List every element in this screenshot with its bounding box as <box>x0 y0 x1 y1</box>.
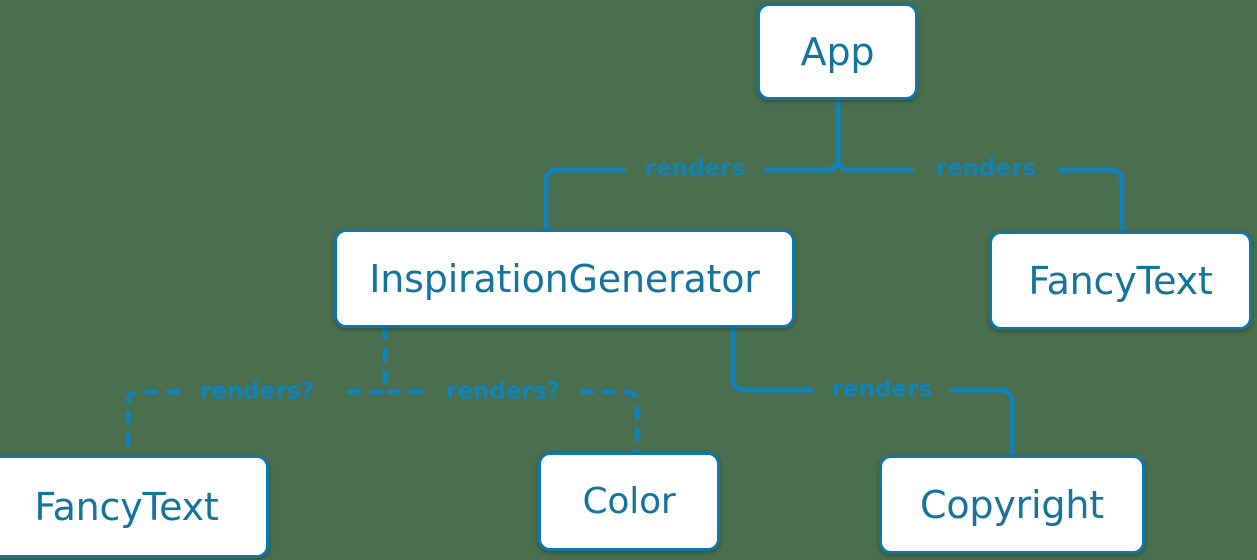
node-copyright[interactable]: Copyright <box>879 455 1145 554</box>
node-app-label: App <box>800 29 875 74</box>
edge-app-stem-right <box>835 97 853 173</box>
node-inspiration-generator-label: InspirationGenerator <box>369 256 760 301</box>
edge-label-inspiration-to-color: renders? <box>446 378 560 405</box>
edge-inspiration-to-copyright-left-seg <box>730 325 815 393</box>
node-copyright-label: Copyright <box>920 482 1104 527</box>
node-fancytext-bottom-label: FancyText <box>34 484 219 529</box>
node-fancytext-right-label: FancyText <box>1028 258 1213 303</box>
edge-label-inspiration-to-copyright: renders <box>831 376 933 403</box>
edge-label-app-to-fancytext: renders <box>935 155 1037 182</box>
edge-app-to-fancytext-right-seg <box>1057 167 1125 234</box>
node-color-label: Color <box>582 480 676 522</box>
edge-inspiration-to-fancytext-dashed-b <box>125 389 181 458</box>
node-inspiration-generator[interactable]: InspirationGenerator <box>334 229 795 328</box>
node-app[interactable]: App <box>757 3 918 100</box>
edge-label-inspiration-to-fancytext: renders? <box>200 378 314 405</box>
edge-app-to-inspiration-left-seg <box>543 167 627 232</box>
edge-label-app-to-inspiration: renders <box>644 155 746 182</box>
node-fancytext-bottom[interactable]: FancyText <box>0 455 269 558</box>
node-fancytext-right[interactable]: FancyText <box>989 231 1252 330</box>
node-color[interactable]: Color <box>538 452 720 551</box>
edge-inspiration-to-color-dashed-b <box>579 389 640 455</box>
edge-inspiration-to-copyright-right-seg <box>949 387 1015 458</box>
